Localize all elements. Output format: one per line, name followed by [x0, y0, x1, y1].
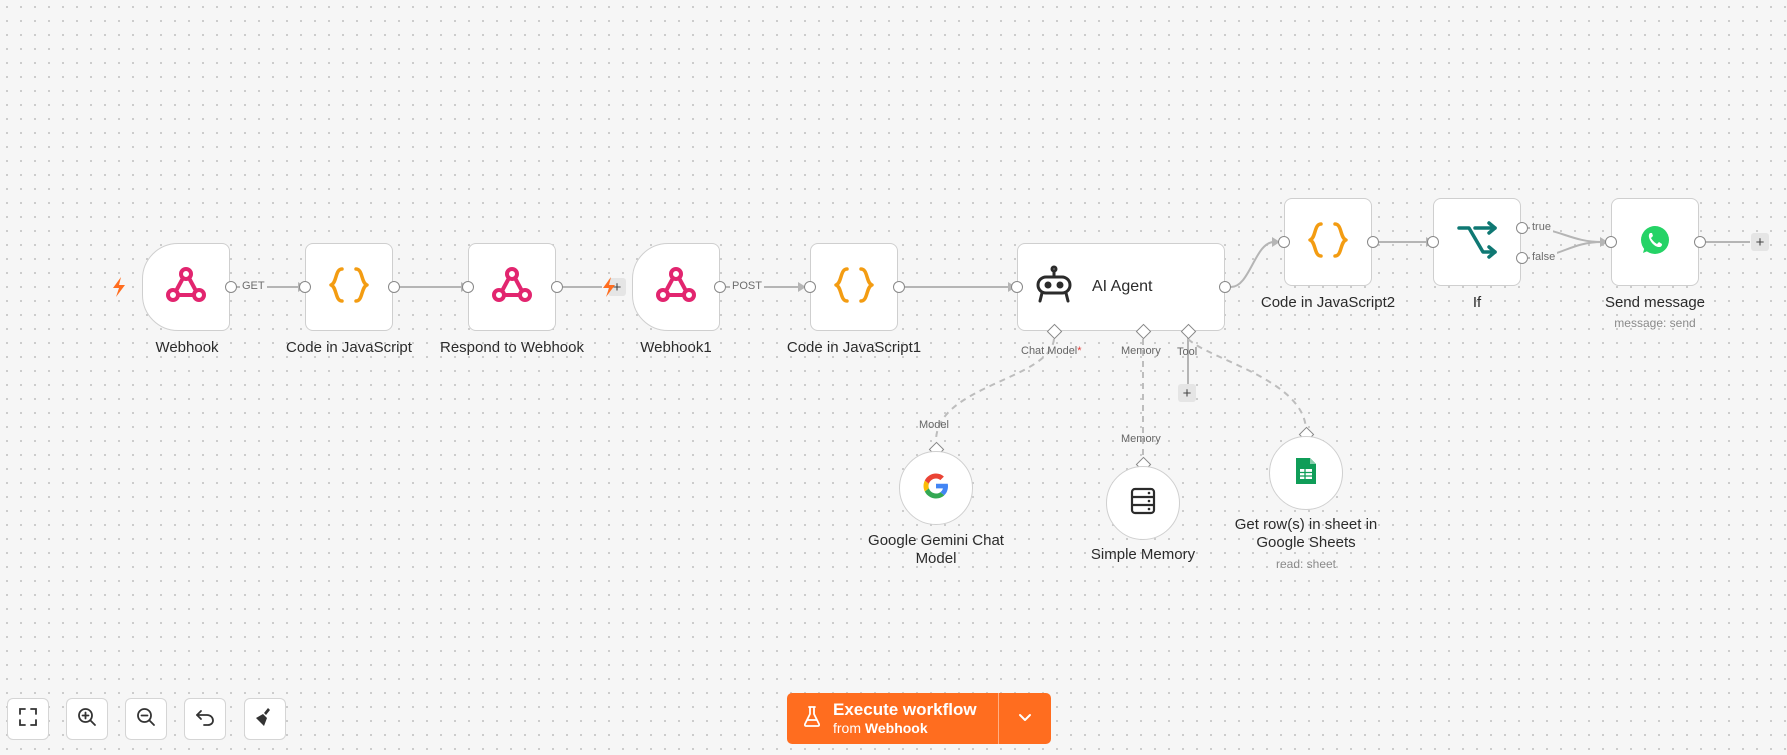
code2-input-handle[interactable]	[1278, 236, 1290, 248]
agent-output-handle[interactable]	[1219, 281, 1231, 293]
node-if[interactable]	[1433, 198, 1521, 286]
zoom-in-button[interactable]	[66, 698, 108, 740]
code-output-handle[interactable]	[388, 281, 400, 293]
execute-workflow-button[interactable]: Execute workflow from Webhook	[787, 693, 1051, 744]
tool-port-label: Tool	[1177, 346, 1198, 358]
execute-workflow-title: Execute workflow	[833, 699, 977, 719]
code1-input-handle[interactable]	[804, 281, 816, 293]
node-ai-agent[interactable]: AI Agent	[1017, 243, 1225, 331]
node-memory-label: Simple Memory	[1090, 546, 1196, 563]
node-send-label: Send message	[1604, 294, 1706, 311]
webhook-output-handle[interactable]	[225, 281, 237, 293]
memory-port-label: Memory	[1121, 345, 1161, 357]
database-icon	[1129, 487, 1157, 520]
zoom-out-button[interactable]	[125, 698, 167, 740]
edge-label-false: false	[1530, 251, 1558, 263]
fullscreen-icon	[18, 707, 38, 732]
edge-label-post: POST	[730, 280, 764, 292]
webhook-icon	[655, 265, 697, 310]
node-code-label: Code in JavaScript	[286, 339, 412, 356]
execute-workflow-sub: from Webhook	[833, 719, 928, 736]
fit-view-button[interactable]	[7, 698, 49, 740]
edge-label-true: true	[1530, 221, 1553, 233]
node-google-sheets[interactable]	[1269, 436, 1343, 510]
chevron-down-icon	[1018, 710, 1032, 728]
execute-workflow-main[interactable]: Execute workflow from Webhook	[787, 693, 998, 744]
if-true-handle[interactable]	[1516, 222, 1528, 234]
edge-agent-sheets	[1187, 338, 1307, 432]
trigger-bolt-icon	[601, 277, 617, 302]
robot-icon	[1034, 265, 1074, 310]
node-send-message[interactable]	[1611, 198, 1699, 286]
chat-model-port-label: Chat Model*	[1021, 345, 1082, 357]
node-respond-label: Respond to Webhook	[440, 339, 584, 356]
if-false-handle[interactable]	[1516, 252, 1528, 264]
add-tool-plus-icon[interactable]: +	[1178, 384, 1196, 402]
zoom-in-icon	[77, 707, 97, 732]
whatsapp-icon	[1639, 224, 1671, 261]
flask-icon	[803, 705, 821, 732]
node-gemini-label: Google Gemini Chat Model	[868, 532, 1004, 567]
node-webhook[interactable]	[142, 243, 230, 331]
webhook1-output-handle[interactable]	[714, 281, 726, 293]
code1-output-handle[interactable]	[893, 281, 905, 293]
zoom-out-icon	[136, 707, 156, 732]
add-node-plus-icon[interactable]: +	[1751, 233, 1769, 251]
node-code2[interactable]	[1284, 198, 1372, 286]
code-braces-icon	[328, 266, 370, 309]
node-webhook1-label: Webhook1	[640, 339, 712, 356]
node-webhook-label: Webhook	[155, 339, 219, 356]
code-braces-icon	[1307, 221, 1349, 264]
gemini-model-port-label: Model	[919, 419, 949, 431]
node-if-label: If	[1472, 294, 1482, 311]
node-code1[interactable]	[810, 243, 898, 331]
google-icon	[921, 471, 951, 506]
add-node-plus-icon[interactable]: +	[608, 278, 626, 296]
edge-agent-gemini	[935, 338, 1055, 442]
trigger-bolt-icon	[111, 277, 127, 302]
if-input-handle[interactable]	[1427, 236, 1439, 248]
node-respond-to-webhook[interactable]	[468, 243, 556, 331]
branch-icon	[1455, 220, 1499, 265]
broom-icon	[254, 706, 276, 733]
node-sheets-label: Get row(s) in sheet in Google Sheets	[1234, 516, 1378, 551]
send-output-handle[interactable]	[1694, 236, 1706, 248]
node-webhook1[interactable]	[632, 243, 720, 331]
node-code[interactable]	[305, 243, 393, 331]
node-ai-agent-label: AI Agent	[1092, 278, 1153, 295]
node-simple-memory[interactable]	[1106, 466, 1180, 540]
undo-icon	[195, 707, 215, 732]
node-code2-label: Code in JavaScript2	[1260, 294, 1396, 311]
node-google-gemini[interactable]	[899, 451, 973, 525]
execute-workflow-dropdown[interactable]	[998, 693, 1051, 744]
edge-agent-code2	[1230, 241, 1275, 288]
code-braces-icon	[833, 266, 875, 309]
respond-output-handle[interactable]	[551, 281, 563, 293]
webhook-icon	[165, 265, 207, 310]
memory-sub-port-label: Memory	[1121, 433, 1161, 445]
tidy-up-button[interactable]	[244, 698, 286, 740]
agent-input-handle[interactable]	[1011, 281, 1023, 293]
send-input-handle[interactable]	[1605, 236, 1617, 248]
webhook-icon	[491, 265, 533, 310]
node-send-sublabel: message: send	[1614, 316, 1696, 330]
respond-input-handle[interactable]	[462, 281, 474, 293]
edge-label-get: GET	[240, 280, 267, 292]
code2-output-handle[interactable]	[1367, 236, 1379, 248]
google-sheets-icon	[1294, 456, 1318, 491]
node-sheets-sublabel: read: sheet	[1275, 557, 1337, 571]
node-code1-label: Code in JavaScript1	[786, 339, 922, 356]
code-input-handle[interactable]	[299, 281, 311, 293]
undo-button[interactable]	[184, 698, 226, 740]
